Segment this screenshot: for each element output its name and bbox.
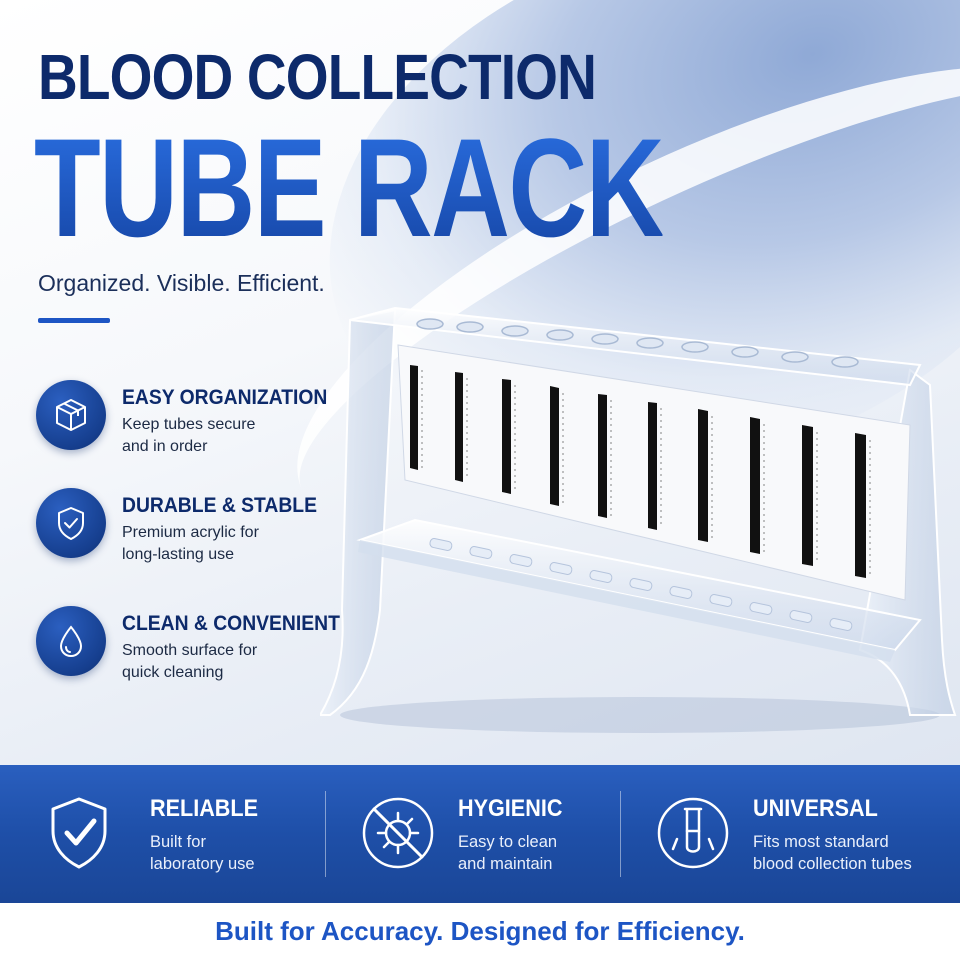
benefit-hygienic: HYGIENIC Easy to clean and maintain — [325, 765, 620, 903]
feature-title: EASY ORGANIZATION — [122, 386, 328, 409]
benefit-description: Built for laboratory use — [150, 831, 255, 875]
benefit-desc-line: Built for — [150, 833, 206, 851]
feature-desc-line: Premium acrylic for — [122, 524, 259, 541]
benefit-description: Fits most standard blood collection tube… — [753, 831, 912, 875]
feature-desc-line: and in order — [122, 438, 208, 455]
benefits-band: RELIABLE Built for laboratory use HYGIEN… — [0, 765, 960, 903]
feature-easy-organization: EASY ORGANIZATION Keep tubes secure and … — [36, 380, 376, 466]
benefit-universal: UNIVERSAL Fits most standard blood colle… — [620, 765, 960, 903]
tube-rack-product-image — [320, 306, 957, 733]
band-divider — [620, 791, 621, 877]
title-line-1: BLOOD COLLECTION — [38, 41, 597, 113]
benefit-title: HYGIENIC — [458, 795, 563, 822]
band-divider — [325, 791, 326, 877]
feature-description: Premium acrylic for long-lasting use — [122, 522, 372, 566]
benefit-desc-line: Fits most standard — [753, 833, 889, 851]
water-drop-icon — [36, 606, 106, 676]
title-line-2: TUBE RACK — [34, 109, 665, 266]
feature-description: Smooth surface for quick cleaning — [122, 640, 372, 684]
feature-clean-convenient: CLEAN & CONVENIENT Smooth surface for qu… — [36, 606, 376, 692]
benefit-title: UNIVERSAL — [753, 795, 878, 822]
benefit-desc-line: and maintain — [458, 855, 553, 873]
shield-check-icon — [38, 792, 120, 874]
test-tube-icon — [652, 792, 734, 874]
box-icon — [36, 380, 106, 450]
feature-durable-stable: DURABLE & STABLE Premium acrylic for lon… — [36, 488, 376, 574]
footer-slogan: Built for Accuracy. Designed for Efficie… — [0, 903, 960, 960]
feature-desc-line: quick cleaning — [122, 664, 224, 681]
benefit-description: Easy to clean and maintain — [458, 831, 557, 875]
tagline-underline — [38, 318, 110, 323]
feature-desc-line: Keep tubes secure — [122, 416, 256, 433]
benefit-reliable: RELIABLE Built for laboratory use — [0, 765, 325, 903]
feature-description: Keep tubes secure and in order — [122, 414, 372, 458]
no-germs-icon — [357, 792, 439, 874]
shield-check-icon — [36, 488, 106, 558]
feature-title: CLEAN & CONVENIENT — [122, 612, 340, 635]
tagline: Organized. Visible. Efficient. — [38, 270, 325, 296]
benefit-desc-line: blood collection tubes — [753, 855, 912, 873]
hero-section: BLOOD COLLECTION TUBE RACK Organized. Vi… — [0, 0, 960, 765]
benefit-title: RELIABLE — [150, 795, 258, 822]
feature-desc-line: Smooth surface for — [122, 642, 258, 659]
benefit-desc-line: Easy to clean — [458, 833, 558, 851]
feature-title: DURABLE & STABLE — [122, 494, 317, 517]
benefit-desc-line: laboratory use — [150, 855, 255, 873]
feature-desc-line: long-lasting use — [122, 546, 235, 563]
